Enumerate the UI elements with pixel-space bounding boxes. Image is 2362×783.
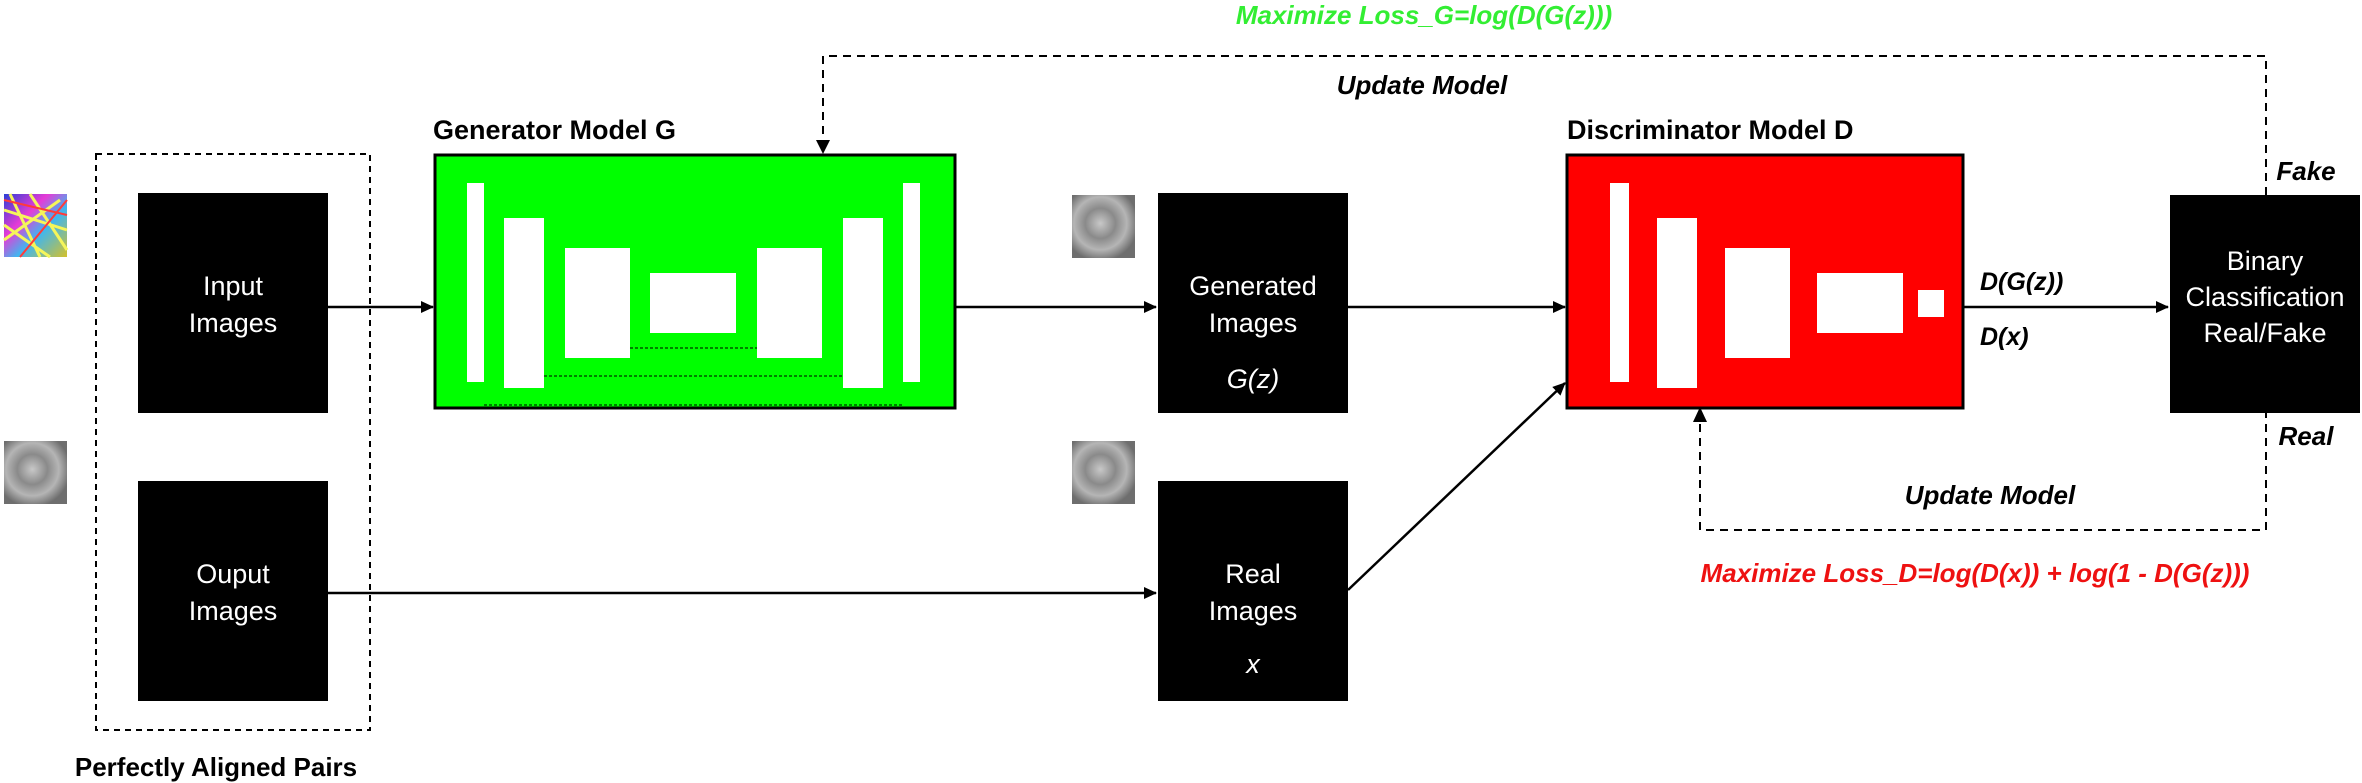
output-images-box: Ouput Images [138, 481, 328, 701]
real-images-symbol: x [1244, 649, 1261, 679]
aligned-pairs-frame [95, 153, 371, 731]
input-images-box: Input Images [138, 193, 328, 413]
binary-line2: Classification [2185, 282, 2344, 312]
input-images-line1: Input [203, 271, 264, 301]
input-images-line2: Images [189, 308, 278, 338]
update-discriminator-loop [1693, 407, 2267, 531]
output-images-line2: Images [189, 596, 278, 626]
real-images-box: Real Images x [1158, 481, 1348, 701]
generated-images-line1: Generated [1189, 271, 1317, 301]
loss-g-formula: Maximize Loss_G=log(D(G(z))) [1236, 0, 1612, 30]
real-images-line1: Real [1225, 559, 1281, 589]
update-generator-loop [816, 55, 2267, 195]
fake-label: Fake [2276, 156, 2335, 186]
binary-classification-box: Binary Classification Real/Fake [2170, 195, 2360, 413]
update-model-bottom-label: Update Model [1905, 480, 2076, 510]
update-model-top-label: Update Model [1337, 70, 1508, 100]
binary-line1: Binary [2227, 246, 2304, 276]
generated-thumbnail [1072, 195, 1135, 258]
arrow-real-to-discriminator [1347, 382, 1566, 591]
binary-line3: Real/Fake [2203, 318, 2326, 348]
loss-d-formula: Maximize Loss_D=log(D(x)) + log(1 - D(G(… [1701, 558, 2250, 588]
generated-images-box: Generated Images G(z) [1158, 193, 1348, 413]
generated-images-symbol: G(z) [1227, 364, 1279, 394]
real-thumbnail [1072, 441, 1135, 504]
generator-model [433, 153, 957, 410]
output-images-line1: Ouput [196, 559, 270, 589]
generator-title: Generator Model G [433, 115, 676, 145]
satellite-thumbnail [4, 441, 67, 504]
real-label: Real [2279, 421, 2335, 451]
generated-images-line2: Images [1209, 308, 1298, 338]
dgz-label: D(G(z)) [1980, 268, 2063, 296]
dx-label: D(x) [1980, 323, 2029, 351]
real-images-line2: Images [1209, 596, 1298, 626]
flow-arrows [328, 301, 2169, 599]
discriminator-model [1565, 153, 1965, 410]
map-thumbnail [3, 193, 69, 259]
aligned-pairs-label: Perfectly Aligned Pairs [75, 752, 357, 782]
discriminator-title: Discriminator Model D [1567, 115, 1854, 145]
